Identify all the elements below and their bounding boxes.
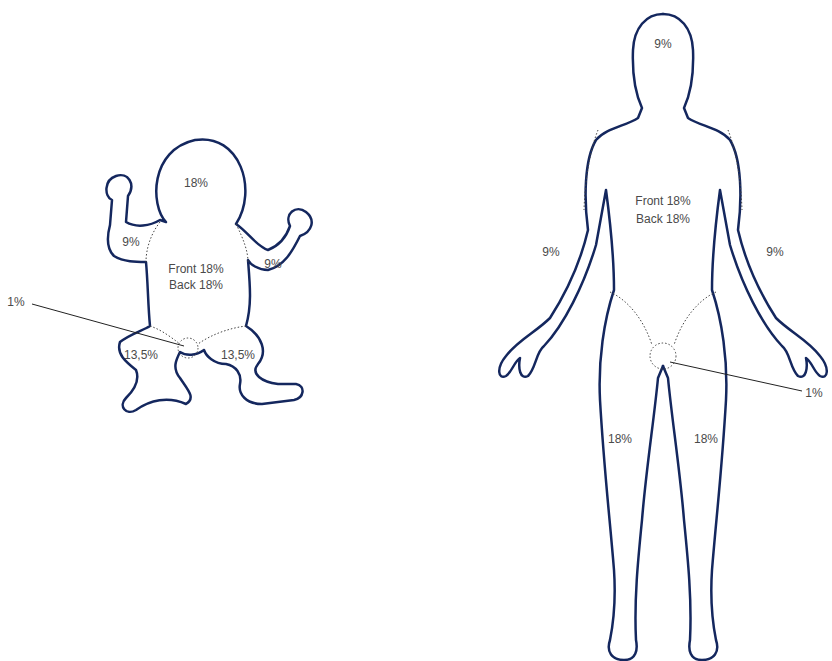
region-divider — [236, 224, 248, 262]
infant-outline — [106, 139, 311, 411]
area-percent: 18% — [184, 177, 208, 189]
region-divider — [146, 222, 160, 262]
genital-region — [178, 338, 198, 358]
area-percent: 13,5% — [221, 349, 255, 361]
area-percent: 13,5% — [124, 349, 158, 361]
area-percent: 9% — [264, 258, 281, 270]
area-percent: 9% — [122, 236, 139, 248]
area-percent: 18% — [694, 433, 718, 445]
area-percent: 1% — [7, 296, 24, 308]
area-percent: Front 18% — [635, 195, 690, 207]
area-percent: 18% — [608, 433, 632, 445]
adult-outline — [499, 14, 663, 660]
genital-region — [650, 343, 676, 369]
area-percent: 1% — [805, 387, 822, 399]
region-divider — [674, 292, 716, 345]
area-percent: Front 18% — [168, 263, 223, 275]
area-percent: 9% — [654, 38, 671, 50]
area-percent: Back 18% — [636, 213, 690, 225]
area-percent: 9% — [542, 246, 559, 258]
leader-line — [670, 362, 802, 391]
region-divider — [584, 130, 598, 210]
region-divider — [728, 130, 742, 210]
leader-line — [32, 304, 184, 346]
adult-outline — [663, 14, 827, 660]
area-percent: Back 18% — [169, 279, 223, 291]
region-divider — [198, 326, 246, 344]
region-divider — [150, 326, 180, 344]
region-divider — [610, 292, 652, 345]
area-percent: 9% — [766, 246, 783, 258]
